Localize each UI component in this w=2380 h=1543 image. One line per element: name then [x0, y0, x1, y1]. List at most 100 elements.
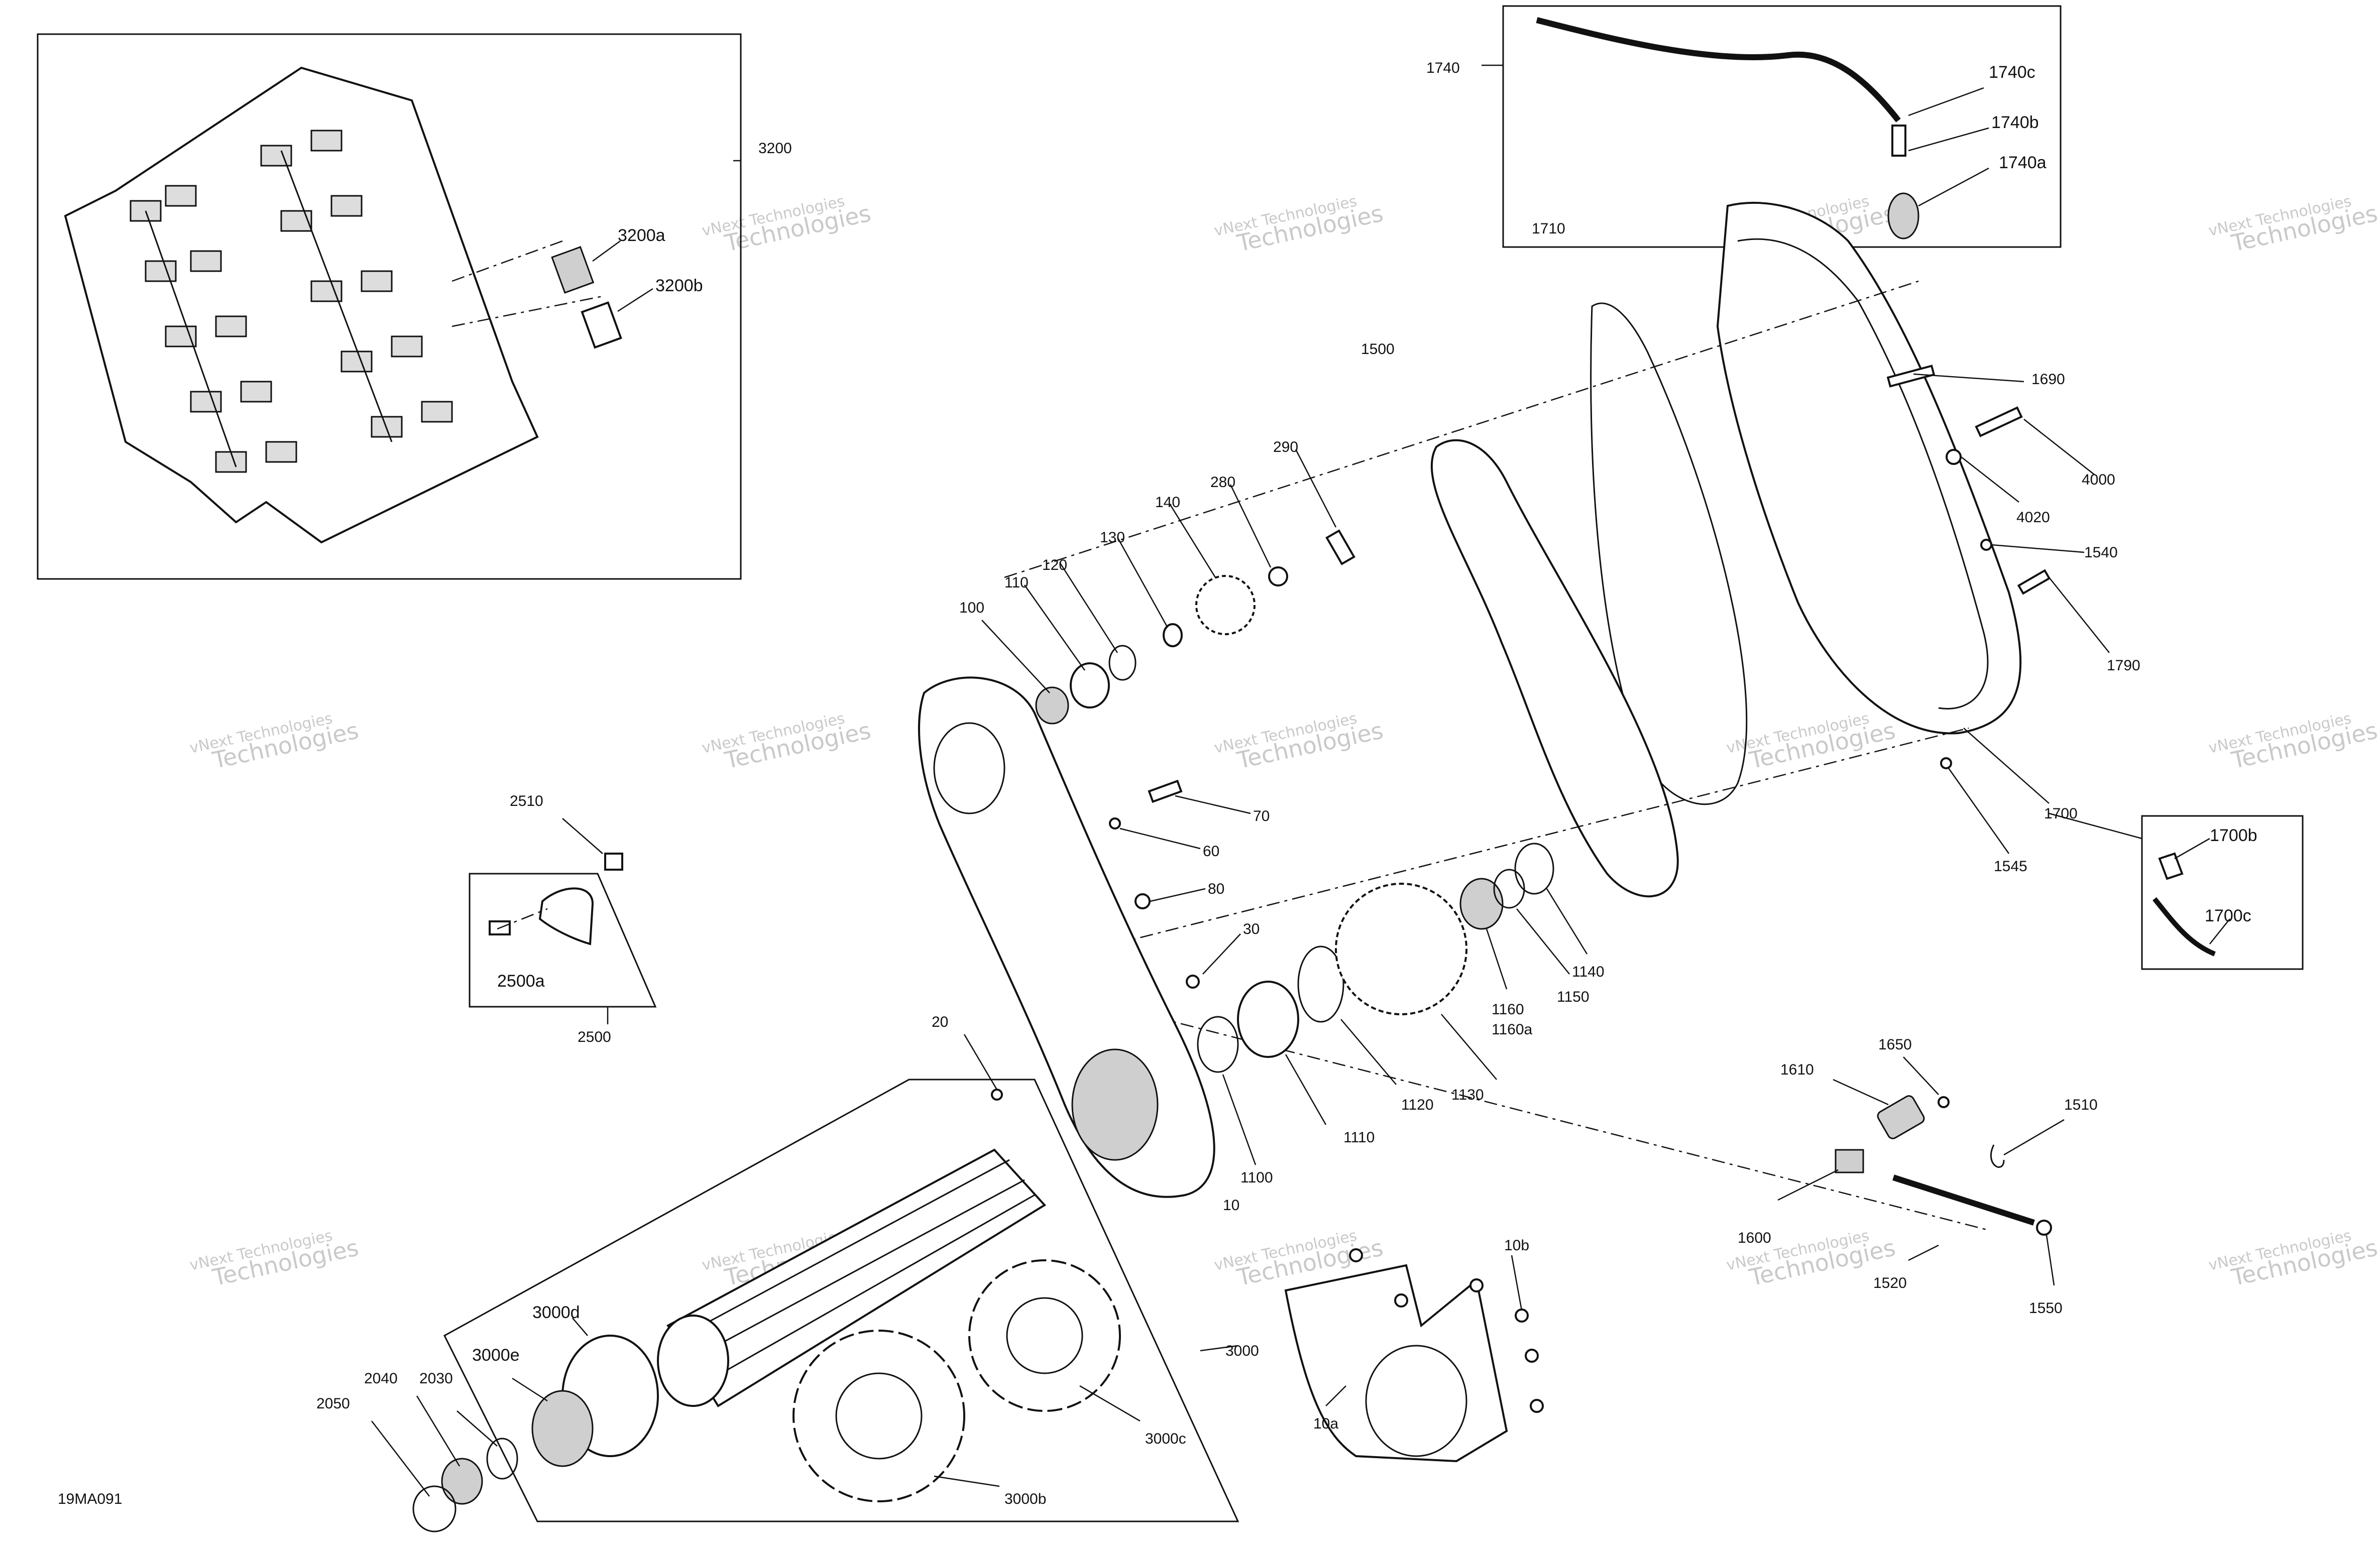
- label-1120: 1120: [1401, 1097, 1434, 1113]
- leaders-fasteners: [963, 795, 1251, 1090]
- watermark-layer: vNext Technologies Technologies vNext Te…: [188, 192, 2379, 1291]
- inner-chaincase-10: [918, 676, 1215, 1198]
- leaders-3000: [512, 1318, 1238, 1487]
- label-1740b: 1740b: [1991, 113, 2039, 132]
- label-3000e: 3000e: [472, 1346, 520, 1365]
- tensioner-parts: [1777, 1056, 2065, 1286]
- label-3000c: 3000c: [1145, 1431, 1186, 1447]
- label-2030: 2030: [419, 1370, 453, 1387]
- watermark-8: vNext Technologies Technologies: [1212, 709, 1385, 774]
- part-1130-gear: [1335, 883, 1467, 1015]
- part-1610: [1877, 1095, 1925, 1139]
- plate-nuts: [1349, 1248, 1544, 1413]
- mounting-plate-10a: [1284, 1248, 1544, 1463]
- driveshaft-inset-3000: [443, 1079, 1239, 1522]
- leaders-1700: [2174, 838, 2230, 944]
- label-1545: 1545: [1994, 858, 2027, 875]
- label-1690: 1690: [2031, 371, 2065, 388]
- case-fasteners: [963, 779, 1251, 1101]
- part-3000c: [968, 1259, 1121, 1412]
- label-2040: 2040: [364, 1370, 398, 1387]
- label-4020: 4020: [2016, 509, 2050, 526]
- part-1710-belt: [1590, 302, 1748, 805]
- outer-chaincase-cover: [1716, 201, 2022, 735]
- label-10: 10: [1223, 1197, 1239, 1214]
- label-1160: 1160: [1492, 1001, 1524, 1018]
- label-2500: 2500: [578, 1029, 611, 1045]
- watermark-11: vNext Technologies Technologies: [188, 1227, 361, 1291]
- cover-fasteners: [1886, 365, 2304, 970]
- track-rods: [145, 150, 393, 467]
- part-2510: [604, 853, 623, 871]
- label-1650: 1650: [1878, 1036, 1912, 1053]
- driveshaft-splines: [683, 1159, 1035, 1382]
- track-cleats: [130, 130, 453, 473]
- cover-rib: [1737, 238, 1989, 709]
- shaft-end-parts: [371, 1395, 518, 1532]
- label-1540: 1540: [2084, 544, 2118, 561]
- label-3200a: 3200a: [618, 226, 665, 245]
- label-2050: 2050: [316, 1395, 350, 1412]
- label-1740a: 1740a: [1999, 153, 2047, 172]
- watermark-9: vNext Technologies Technologies: [1725, 709, 1897, 774]
- leaders-tensioner: [1777, 1056, 2065, 1286]
- part-1110: [1237, 981, 1299, 1058]
- label-10a: 10a: [1313, 1415, 1338, 1432]
- label-290: 290: [1273, 439, 1298, 455]
- part-130: [1163, 623, 1183, 647]
- part-1740a: [1887, 192, 1919, 240]
- track-panel: [64, 66, 539, 544]
- watermark-3: vNext Technologies Technologies: [1212, 192, 1385, 257]
- bracket-inset-2500: [469, 818, 657, 1024]
- part-1540: [1980, 539, 1992, 551]
- label-30: 30: [1243, 921, 1260, 937]
- part-70: [1148, 779, 1183, 803]
- part-1600: [1835, 1149, 1864, 1173]
- part-120: [1108, 645, 1137, 681]
- label-1700c: 1700c: [2205, 906, 2251, 925]
- inset-leaders: [451, 240, 603, 327]
- part-280: [1268, 566, 1288, 586]
- label-1500: 1500: [1361, 341, 1395, 358]
- label-1140: 1140: [1572, 964, 1605, 980]
- leaders-2500: [562, 818, 609, 1024]
- label-80: 80: [1208, 881, 1224, 897]
- part-2030: [486, 1438, 518, 1480]
- part-80: [1135, 893, 1151, 909]
- upper-shaft-parts: [981, 449, 1355, 725]
- leaders-end: [371, 1395, 498, 1497]
- label-70: 70: [1253, 808, 1270, 824]
- watermark-15: vNext Technologies Technologies: [2207, 1227, 2379, 1291]
- label-1610: 1610: [1780, 1061, 1814, 1078]
- part-1740b: [1891, 125, 1906, 157]
- part-1100: [1197, 1016, 1239, 1073]
- part-2500-bracket: [538, 887, 594, 945]
- assembly-centerlines: [1004, 280, 1989, 1231]
- part-1120: [1297, 945, 1344, 1023]
- part-3000e: [531, 1390, 594, 1467]
- part-1690: [1886, 365, 1936, 388]
- label-100: 100: [959, 600, 984, 616]
- label-110: 110: [1004, 574, 1029, 591]
- part-3200a: [551, 246, 595, 294]
- watermark-5: vNext Technologies Technologies: [2207, 192, 2379, 257]
- lower-shaft-parts: [1197, 843, 1588, 1165]
- label-4000: 4000: [2082, 471, 2115, 488]
- label-2500a: 2500a: [497, 972, 545, 991]
- part-1510: [1990, 1144, 2005, 1168]
- label-1510: 1510: [2064, 1097, 2098, 1113]
- driveshaft-end: [657, 1315, 729, 1407]
- part-100: [1035, 686, 1069, 725]
- label-3000b: 3000b: [1004, 1491, 1046, 1507]
- label-1600: 1600: [1738, 1230, 1771, 1246]
- part-1500-chain: [1431, 439, 1679, 898]
- label-1700b: 1700b: [2210, 826, 2257, 845]
- part-4000: [1975, 406, 2023, 437]
- part-1150: [1493, 869, 1525, 909]
- label-120: 120: [1042, 557, 1067, 573]
- part-60: [1109, 817, 1121, 829]
- label-1740: 1740: [1426, 60, 1460, 76]
- leaders-10a: [1325, 1255, 1523, 1406]
- part-2050: [412, 1485, 457, 1532]
